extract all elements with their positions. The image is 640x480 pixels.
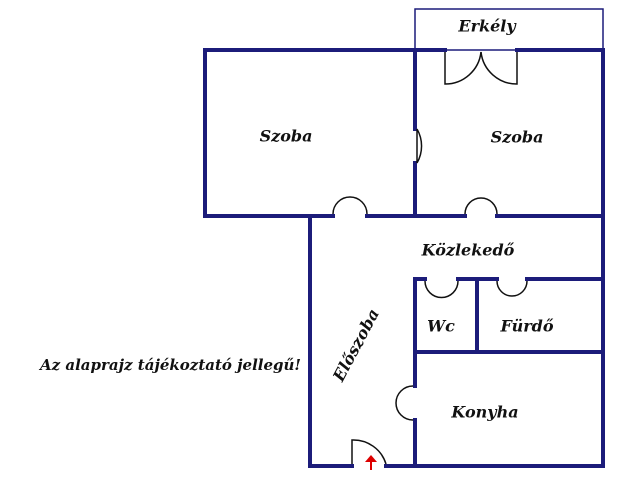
room-label-szoba-left: Szoba: [259, 126, 313, 146]
balcony-door-left: [444, 51, 482, 85]
doors: [332, 51, 528, 465]
kitchen-door: [395, 385, 414, 421]
left-room-door: [332, 196, 368, 215]
room-label-erkely: Erkély: [458, 16, 516, 36]
room-divider-door: [416, 128, 423, 164]
entrance-door: [351, 439, 387, 465]
room-label-konyha: Konyha: [451, 402, 519, 422]
right-room-door: [464, 197, 498, 215]
balcony-outline: [414, 8, 604, 51]
room-label-furdo: Fürdő: [500, 316, 554, 336]
disclaimer-note: Az alaprajz tájékoztató jellegű!: [40, 356, 302, 374]
balcony-door-right: [480, 51, 518, 85]
up-arrow-icon: [365, 455, 377, 470]
wc-door: [424, 280, 459, 299]
bath-door: [496, 280, 528, 297]
room-label-kozlekedo: Közlekedő: [421, 240, 515, 260]
room-label-szoba-right: Szoba: [490, 127, 544, 147]
room-label-wc: Wc: [427, 316, 455, 336]
walls: [203, 48, 605, 468]
